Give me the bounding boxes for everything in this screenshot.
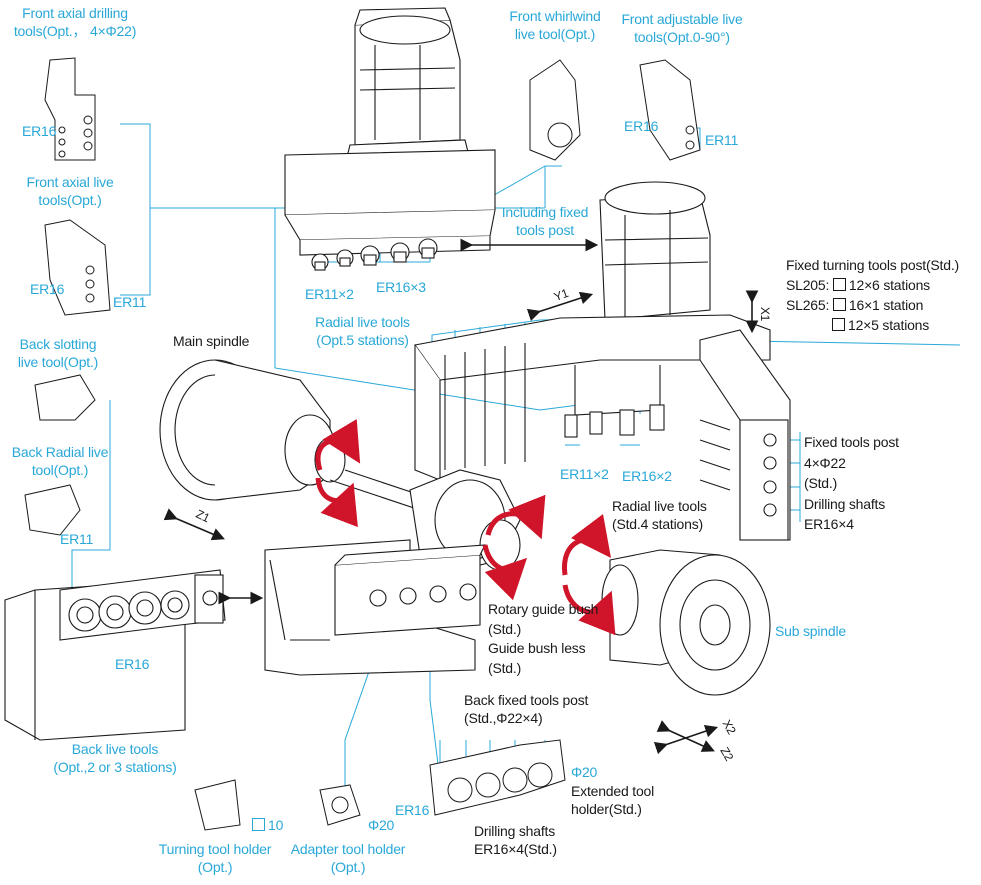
label-line: Rotary guide bush (488, 601, 599, 617)
label-line: Extended tool (571, 783, 655, 799)
label-er11-axial-live: ER11 (113, 294, 147, 310)
right-turret (414, 181, 791, 541)
top-turret (284, 7, 496, 271)
label-phi20-bottom: Φ20 (368, 817, 395, 833)
label-er11-back: ER11 (60, 531, 94, 547)
label-line: tools(Opt.) (38, 192, 102, 208)
label-er16x3-top: ER16×3 (376, 279, 426, 295)
square-symbol (252, 818, 265, 831)
label-rotary-guide: Rotary guide bush (Std.) Guide bush less… (488, 600, 598, 678)
label-line: Back Radial live (11, 444, 109, 460)
label-line: ER16×4 (804, 516, 854, 532)
label-back-slotting: Back slotting live tool(Opt.) (8, 335, 108, 371)
label-line: tool(Opt.) (31, 462, 89, 478)
label-front-axial-live: Front axial live tools(Opt.) (15, 173, 125, 209)
label-line: (Opt.) (330, 859, 366, 875)
label-including-fixed: Including fixed tools post (490, 203, 600, 239)
sl205-prefix: SL205: (786, 277, 830, 293)
label-line: live tool(Opt.) (17, 354, 99, 370)
label-radial-live-top: Radial live tools (Opt.5 stations) (300, 313, 425, 349)
label-square-10: 10 (252, 816, 283, 834)
label-line: ER16×4(Std.) (474, 841, 557, 857)
label-line: Including fixed (501, 204, 589, 220)
label-line: Back live tools (71, 741, 159, 757)
label-line: Guide bush less (488, 640, 586, 656)
label-line: Front axial live (26, 174, 114, 190)
label-line: (Std.4 stations) (612, 516, 703, 532)
label-line: Front axial drilling (22, 5, 128, 21)
label-er16x2-mid: ER16×2 (622, 468, 672, 484)
label-er11x2-top: ER11×2 (305, 286, 354, 302)
motion-arrows (163, 238, 759, 755)
label-main-spindle: Main spindle (173, 333, 250, 349)
label-back-live-tools: Back live tools (Opt.,2 or 3 stations) (40, 740, 190, 776)
label-line: (Std.,Φ22×4) (464, 710, 543, 726)
square-symbol (832, 298, 846, 311)
label-drilling-shafts-bottom: Drilling shafts ER16×4(Std.) (474, 822, 557, 858)
square-symbol (832, 318, 845, 331)
sl205-value: 12×6 stations (848, 277, 930, 293)
label-line: Drilling shafts (804, 495, 886, 512)
label-line: (Opt.,2 or 3 stations) (53, 759, 177, 775)
label-line: live tool(Opt.) (514, 26, 596, 42)
back-live-block (4, 569, 226, 741)
label-extended-holder: Extended tool holder(Std.) (571, 782, 654, 818)
label-er16-axial-live: ER16 (30, 281, 65, 297)
central-block (264, 469, 521, 676)
square-10-value: 10 (268, 817, 284, 833)
rotation-arrows (315, 418, 616, 636)
label-line: tools(Opt.0-90°) (634, 29, 730, 45)
label-er11x2-mid: ER11×2 (560, 466, 609, 482)
label-fixed-tools-post: Fixed tools post 4×Φ22 (Std.) Drilling s… (804, 432, 899, 535)
main-spindle-drawing (159, 359, 431, 511)
label-sl205: SL205: 12×6 stations (786, 276, 930, 294)
label-sl265: SL265: 16×1 station (786, 296, 923, 314)
label-line: 4×Φ22 (804, 454, 846, 471)
label-line: (Std.) (488, 620, 522, 637)
tool-holder-drawings (24, 57, 701, 831)
label-line: Front whirlwind (509, 8, 601, 24)
label-fixed-turning-post: Fixed turning tools post(Std.) (786, 257, 959, 273)
label-front-whirlwind: Front whirlwind live tool(Opt.) (495, 7, 615, 43)
label-line: Radial live tools (612, 498, 707, 514)
label-line: holder(Std.) (571, 801, 642, 817)
sl265-value1: 16×1 station (848, 297, 924, 313)
label-turning-holder: Turning tool holder (Opt.) (150, 840, 280, 876)
axis-x1: X1 (758, 306, 773, 322)
label-er11-adjustable: ER11 (705, 132, 739, 148)
sl265-value2: 12×5 stations (848, 317, 930, 333)
label-sl265-line2: 12×5 stations (832, 316, 929, 334)
label-sub-spindle: Sub spindle (775, 623, 846, 639)
label-er16-back: ER16 (115, 656, 150, 672)
label-line: (Std.) (488, 659, 522, 676)
label-line: (Opt.5 stations) (316, 332, 409, 348)
sl265-prefix: SL265: (786, 297, 830, 313)
label-back-fixed-post: Back fixed tools post (Std.,Φ22×4) (464, 691, 588, 727)
label-line: tools(Opt.， 4×Φ22) (13, 23, 137, 39)
label-line: Drilling shafts (474, 823, 556, 839)
label-line: Turning tool holder (158, 841, 272, 857)
label-er16-adjustable: ER16 (624, 118, 659, 134)
label-line: Adapter tool holder (290, 841, 406, 857)
label-er16-bottom: ER16 (395, 802, 430, 818)
square-symbol (832, 278, 846, 291)
label-adapter-holder: Adapter tool holder (Opt.) (283, 840, 413, 876)
label-front-adjustable: Front adjustable live tools(Opt.0-90°) (612, 10, 752, 46)
label-line: Fixed tools post (804, 434, 899, 450)
label-line: Back fixed tools post (464, 692, 589, 708)
label-radial-live-mid: Radial live tools (Std.4 stations) (612, 497, 707, 533)
label-line: Back slotting (19, 336, 97, 352)
label-line: tools post (516, 222, 574, 238)
label-line: (Opt.) (197, 859, 233, 875)
label-front-axial-drilling: Front axial drilling tools(Opt.， 4×Φ22) (0, 4, 150, 40)
label-phi20-right: Φ20 (571, 764, 598, 780)
sub-spindle-drawing (601, 549, 771, 696)
label-line: Front adjustable live (621, 11, 743, 27)
label-line: Radial live tools (315, 314, 410, 330)
label-line: (Std.) (804, 475, 838, 491)
label-back-radial: Back Radial live tool(Opt.) (5, 443, 115, 479)
label-er16-front-axial: ER16 (22, 123, 57, 139)
